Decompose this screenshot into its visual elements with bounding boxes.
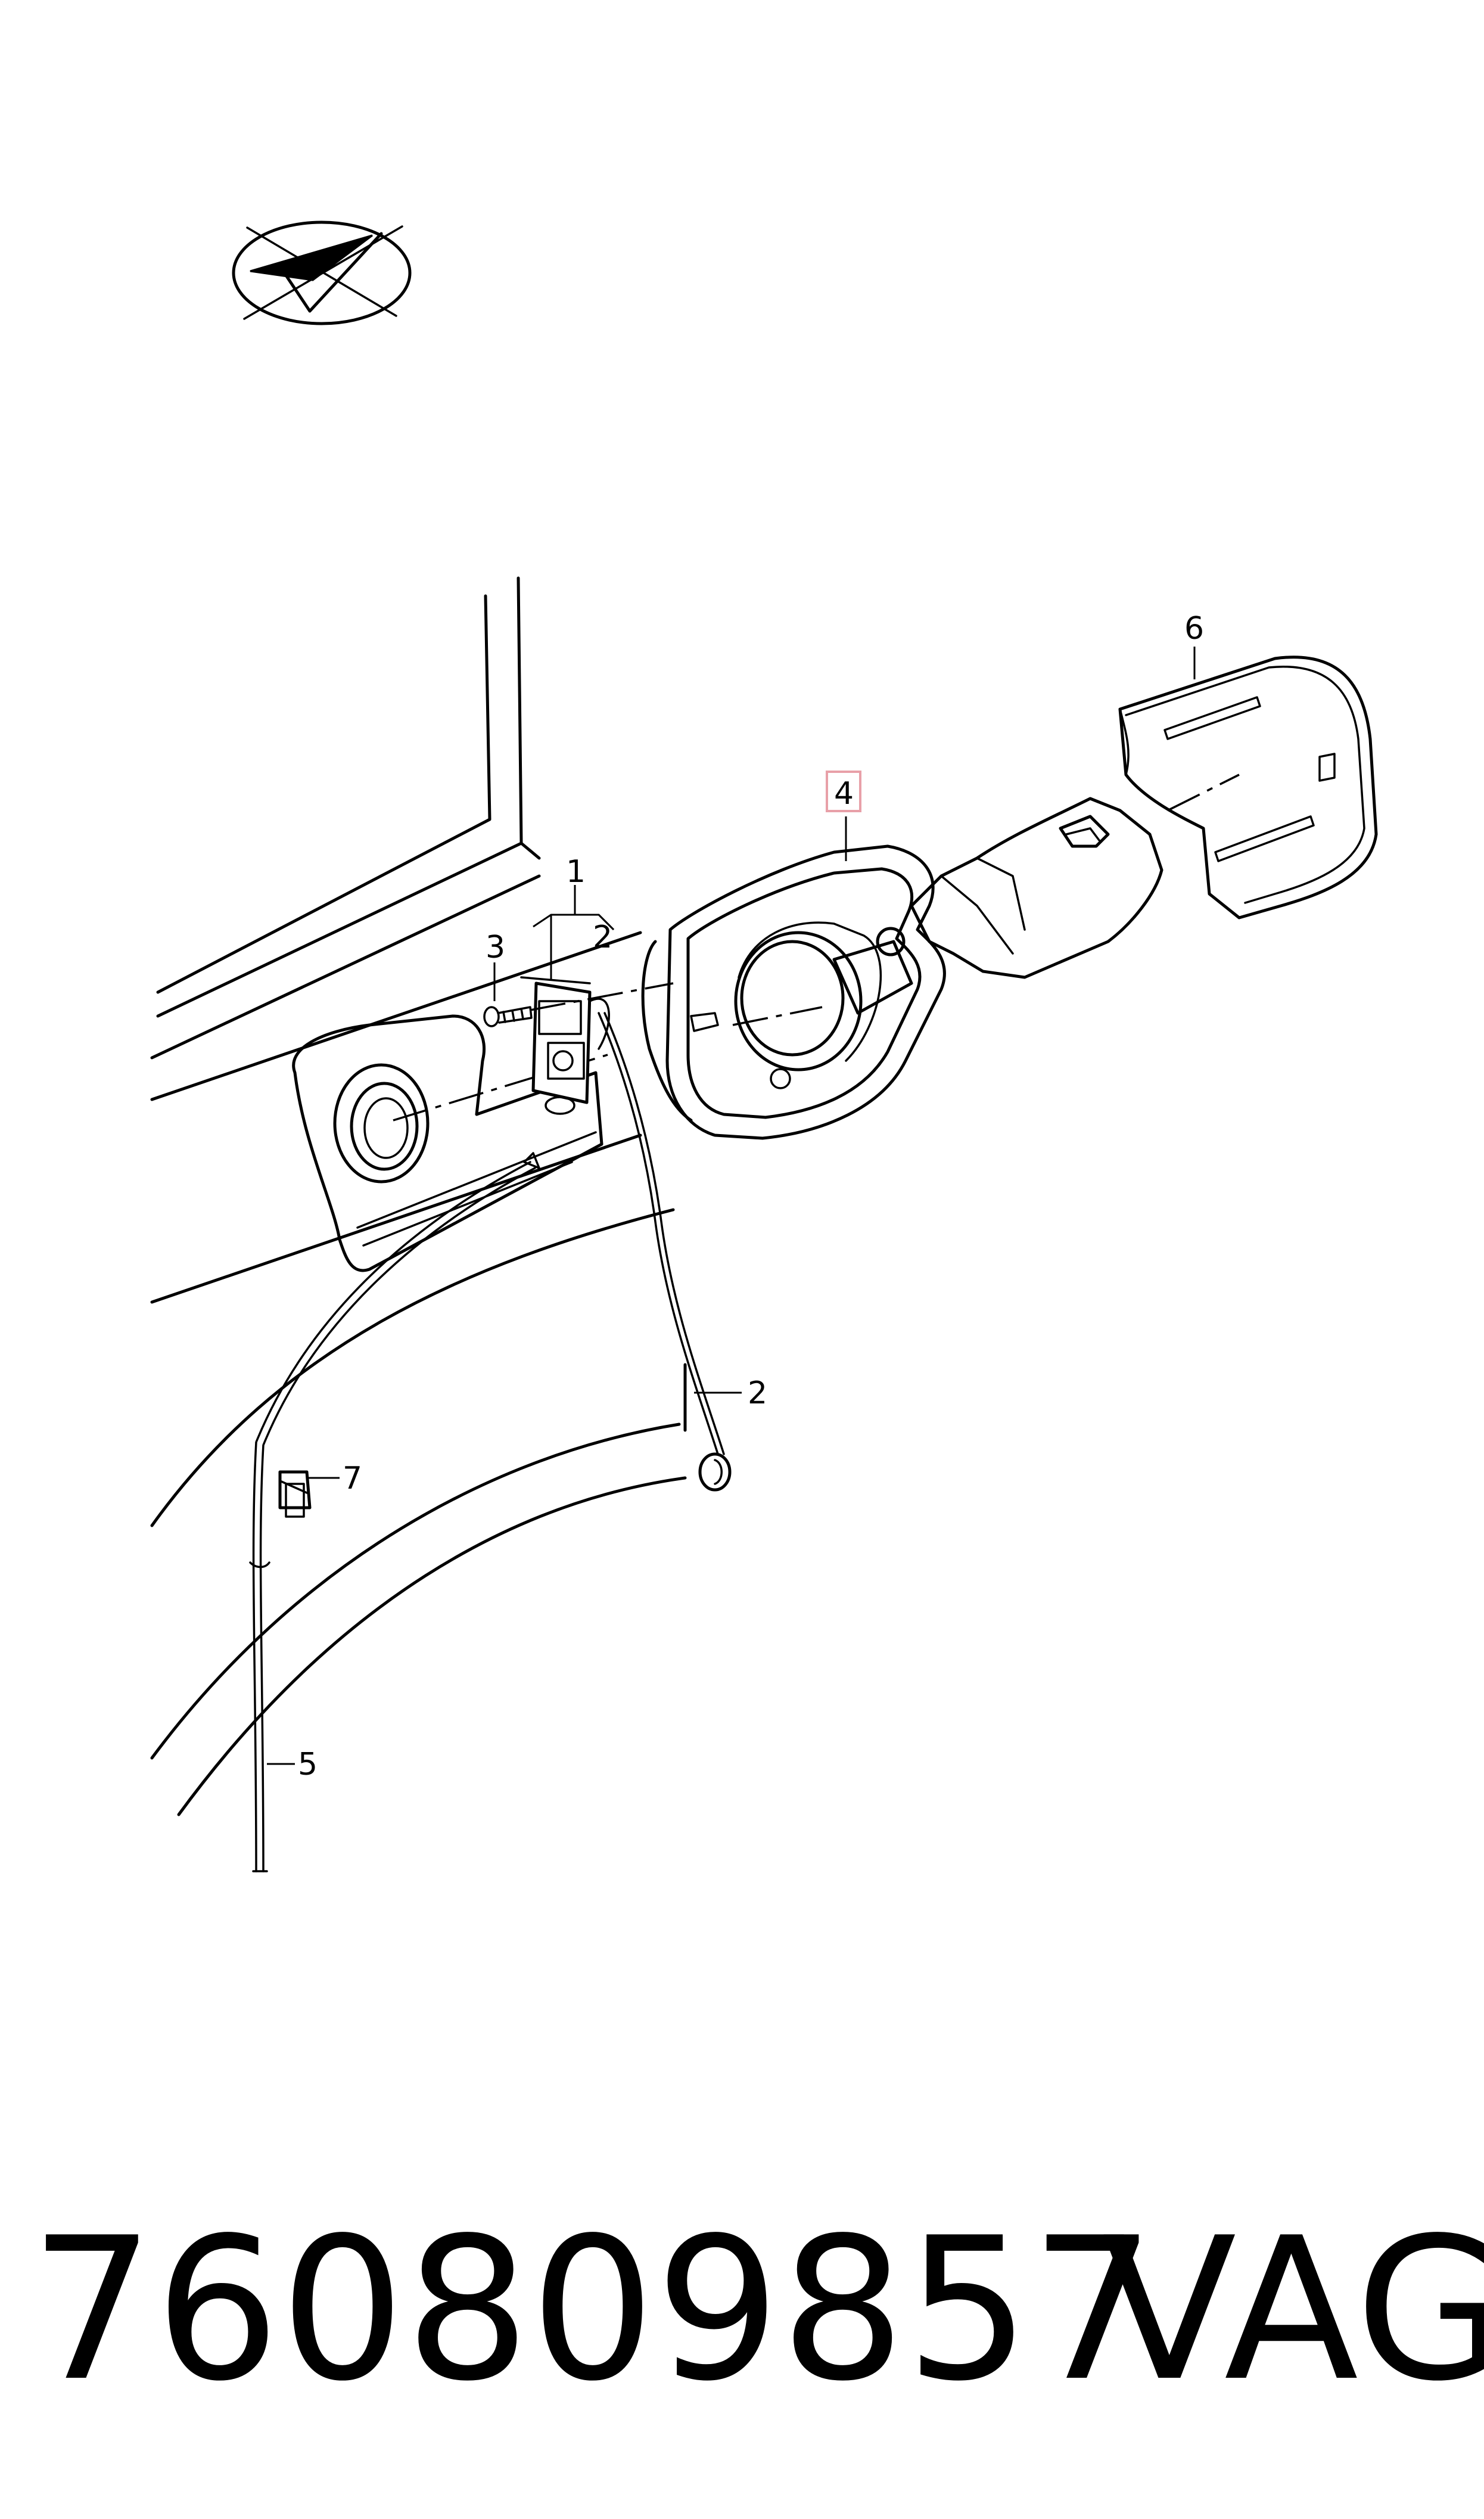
release-rod <box>249 1152 540 1872</box>
callout-6: 6 <box>1184 611 1204 647</box>
fuel-flap-cover <box>1118 656 1378 920</box>
callout-2-lower: 2 <box>748 1375 767 1411</box>
brand-label: VAG <box>1102 2195 1484 2424</box>
callout-4: 4 <box>834 776 854 812</box>
clip <box>278 1470 312 1518</box>
flap-hinge-arm <box>910 797 1163 979</box>
callout-2-upper: 2 <box>593 920 612 955</box>
callout-4-highlight-box <box>826 771 861 812</box>
fuel-filler-flap-housing <box>641 844 946 1140</box>
flap-actuator <box>520 976 610 1115</box>
callout-3: 3 <box>486 930 505 965</box>
direction-symbol-icon <box>232 220 412 325</box>
screw <box>483 982 674 1027</box>
part-number: 760809857 <box>30 2195 1156 2424</box>
leader-lines <box>267 647 1196 1765</box>
callout-7: 7 <box>343 1461 362 1496</box>
ground-wire <box>598 1012 732 1492</box>
car-body-outline <box>150 576 687 1816</box>
callout-5: 5 <box>298 1747 318 1782</box>
callout-1: 1 <box>566 854 586 890</box>
